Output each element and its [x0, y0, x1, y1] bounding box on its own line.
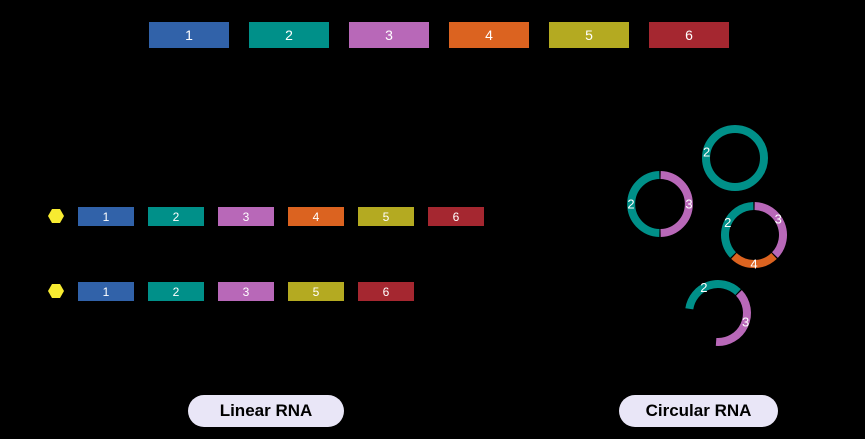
circrna-segment-label: 2: [724, 215, 731, 230]
circrna-segment-exon-3: [754, 202, 787, 258]
circrna-segment-label: 2: [700, 280, 707, 295]
circular-rna-section-label: Circular RNA: [619, 395, 778, 427]
exon-box-6: 6: [428, 207, 484, 226]
circrna-segment-exon-2: [685, 280, 741, 310]
exon-box-4: 4: [449, 22, 529, 48]
exon-box-2: 2: [249, 22, 329, 48]
five-prime-cap-icon: [48, 209, 64, 223]
exon-box-6: 6: [649, 22, 729, 48]
circrna-segment-label: 2: [703, 145, 710, 160]
exon-box-1: 1: [78, 207, 134, 226]
exon-box-1: 1: [78, 282, 134, 301]
circrna-segment-label: 3: [775, 212, 782, 227]
circrna-exon2: 2: [702, 125, 768, 191]
circrna-segment-exon-3: [660, 171, 693, 237]
exon-box-3: 3: [218, 207, 274, 226]
exon-box-2: 2: [148, 207, 204, 226]
circrna-segment-label: 3: [742, 315, 749, 330]
circrna-segment-label: 2: [627, 197, 634, 212]
exon-box-6: 6: [358, 282, 414, 301]
exon-box-5: 5: [358, 207, 414, 226]
exon-box-3: 3: [349, 22, 429, 48]
circrna-exon2-3-4: 3 4 2: [721, 202, 787, 272]
circrna-segment-exon-3: [715, 290, 751, 346]
exon-box-2: 2: [148, 282, 204, 301]
linear-rna-section-label: Linear RNA: [188, 395, 344, 427]
circrna-segment-exon-2: [702, 125, 768, 191]
circrna-segment-exon-4: [731, 252, 777, 268]
exon-box-3: 3: [218, 282, 274, 301]
exon-box-4: 4: [288, 207, 344, 226]
exon-box-5: 5: [288, 282, 344, 301]
circrna-segment-exon-2: [721, 202, 754, 258]
five-prime-cap-icon: [48, 284, 64, 298]
exon-box-5: 5: [549, 22, 629, 48]
circrna-open-exon2-3: 23: [685, 280, 751, 346]
circrna-segment-label: 4: [750, 257, 757, 272]
circrna-segment-exon-2: [627, 171, 660, 237]
circrna-segment-label: 3: [685, 197, 692, 212]
exon-box-1: 1: [149, 22, 229, 48]
